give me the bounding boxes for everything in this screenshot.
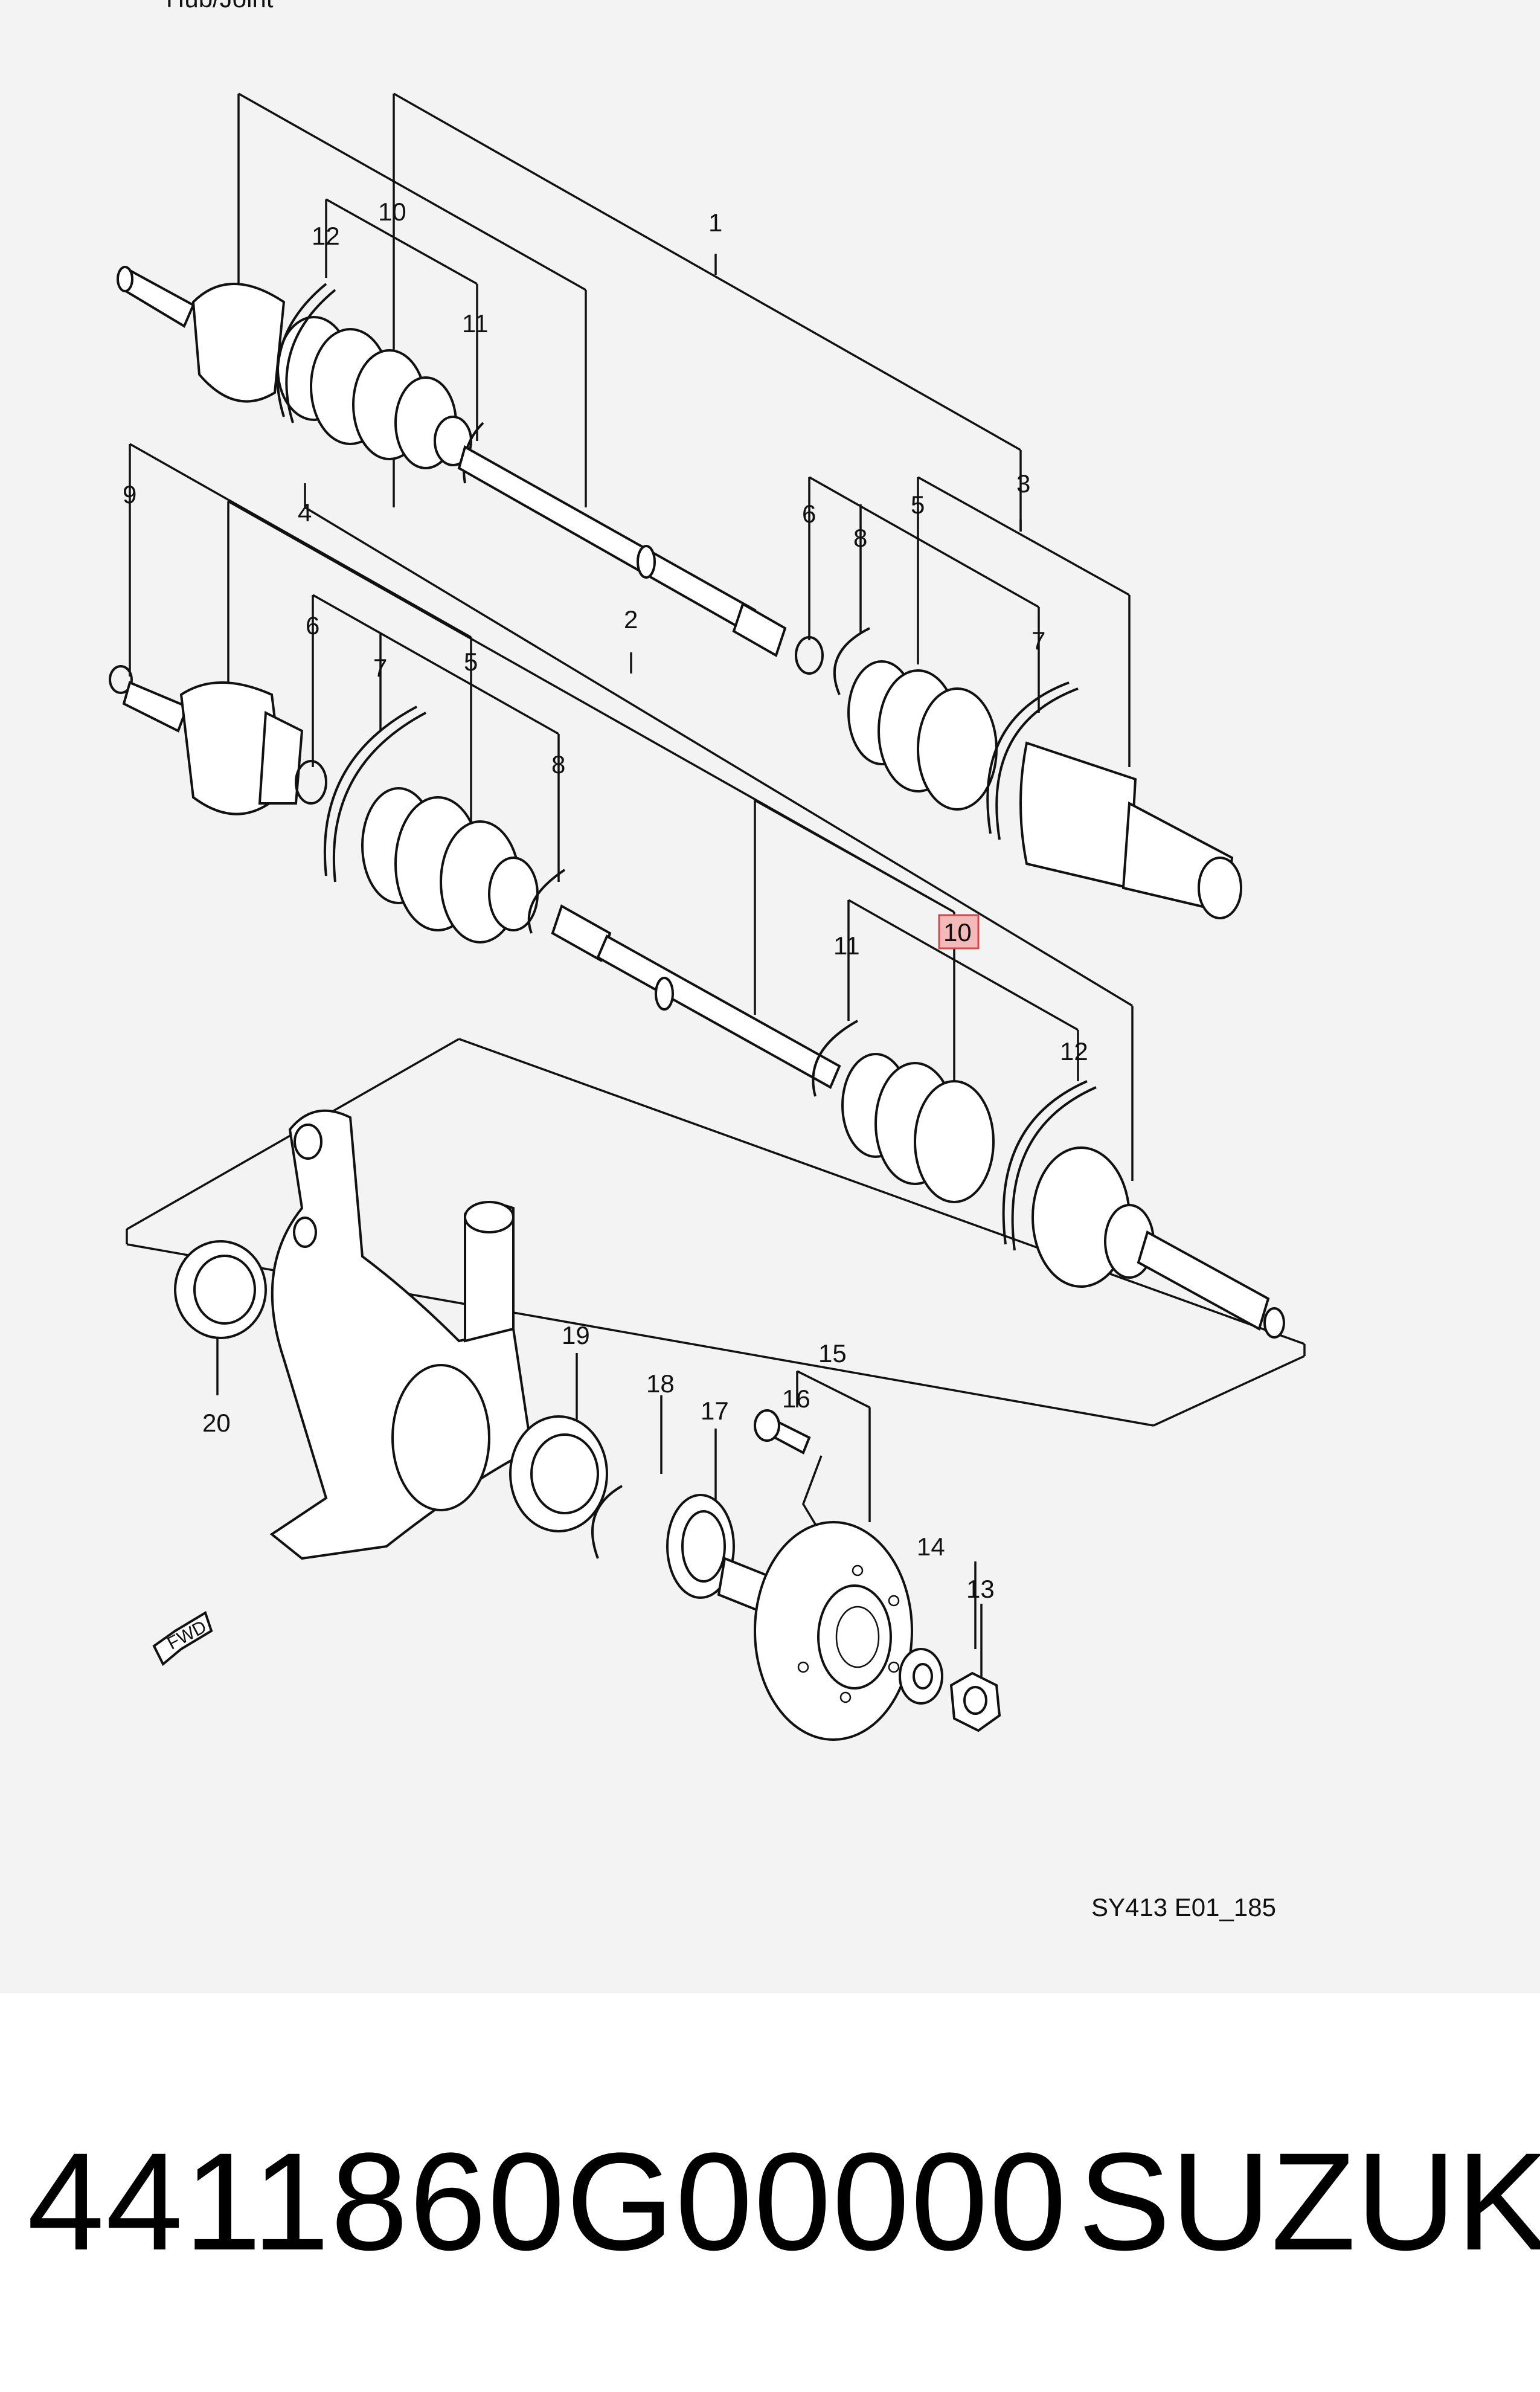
callout-8-middle: 8: [551, 750, 565, 779]
callout-12-lower: 12: [1060, 1037, 1088, 1066]
fwd-label: FWD: [164, 1616, 210, 1653]
callout-17: 17: [701, 1397, 729, 1425]
callout-4: 4: [298, 498, 312, 527]
callout-10-lower: 10: [943, 918, 972, 947]
callout-10-upper: 10: [378, 198, 406, 226]
callout-19: 19: [562, 1321, 590, 1349]
callout-13: 13: [966, 1575, 995, 1603]
exploded-parts-diagram: Hub/Joint: [0, 0, 1540, 1993]
brand-name: SUZUKI: [1078, 2124, 1540, 2279]
highlight-box: [938, 914, 980, 950]
drawing-code: SY413 E01_185: [1091, 1893, 1276, 1921]
knuckle-hub-group: [174, 1109, 1001, 1741]
callout-8-upper: 8: [853, 524, 867, 552]
callout-20: 20: [202, 1409, 231, 1437]
diagram-top-label: Hub/Joint: [166, 0, 274, 13]
callout-3: 3: [1016, 469, 1030, 498]
callout-6-upper: 6: [802, 500, 816, 528]
fwd-arrow-icon: FWD: [152, 1611, 213, 1667]
callout-11-lower: 11: [833, 931, 860, 960]
callout-16: 16: [782, 1384, 810, 1413]
callout-11-upper: 11: [462, 309, 489, 338]
callout-15: 15: [818, 1339, 847, 1368]
callout-12-upper: 12: [312, 222, 340, 250]
callout-9: 9: [123, 480, 136, 509]
callout-labels: 1 2 3 4 5 5 6 6 7 7 8 8 9 10 10 11 11 12…: [123, 198, 1088, 1603]
part-number: 4411860G00000: [27, 2124, 1068, 2279]
callout-5-middle: 5: [464, 648, 478, 676]
callout-5-upper: 5: [911, 490, 925, 519]
callout-7-upper: 7: [1031, 626, 1045, 655]
upper-driveshaft-assembly: [117, 266, 1242, 919]
callout-14: 14: [917, 1532, 945, 1561]
callout-7-middle: 7: [373, 654, 387, 682]
callout-18: 18: [646, 1369, 675, 1398]
callout-6-middle: 6: [306, 611, 319, 640]
callout-1: 1: [708, 208, 722, 237]
lower-driveshaft-assembly: [109, 665, 1285, 1339]
callout-2: 2: [624, 605, 638, 634]
